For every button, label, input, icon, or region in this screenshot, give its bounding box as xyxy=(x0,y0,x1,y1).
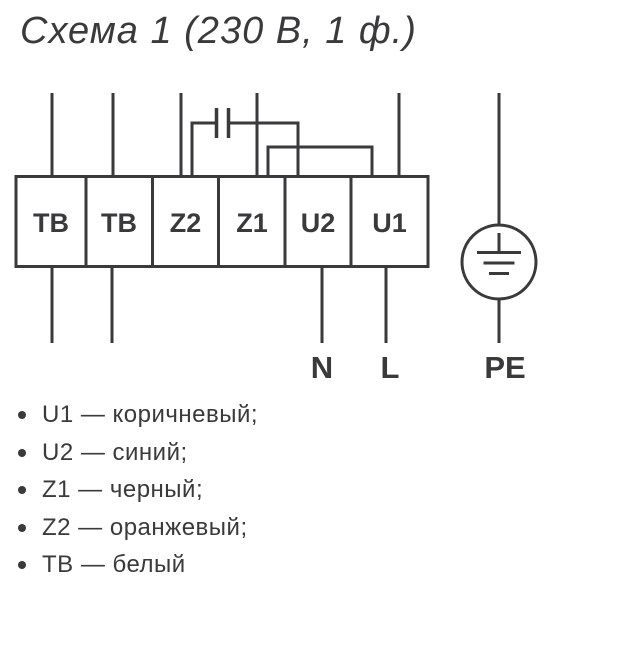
bullet-icon xyxy=(18,411,26,419)
earth-ground-icon xyxy=(460,93,538,343)
page-title: Схема 1 (230 В, 1 ф.) xyxy=(20,10,417,52)
terminal-label-tb1: TB xyxy=(33,208,69,238)
lead-labels: N L PE xyxy=(311,350,526,385)
bullet-icon xyxy=(18,486,26,494)
bullet-icon xyxy=(18,561,26,569)
capacitor-right-lead xyxy=(229,121,300,178)
line-label: L xyxy=(381,350,400,385)
terminal-label-z2: Z2 xyxy=(170,208,202,238)
terminal-labels: TB TB Z2 Z1 U2 U1 xyxy=(33,208,407,238)
pe-label: PE xyxy=(484,350,525,385)
terminal-block xyxy=(14,175,430,268)
terminal-label-z1: Z1 xyxy=(236,208,268,238)
capacitor-icon xyxy=(190,108,300,178)
top-wires xyxy=(50,93,401,178)
bottom-wires xyxy=(50,266,388,343)
legend-item-text: Z1 — черный; xyxy=(42,476,204,503)
legend-item-z2: Z2 — оранжевый; xyxy=(18,509,258,547)
neutral-label: N xyxy=(311,350,333,385)
legend-item-u1: U1 — коричневый; xyxy=(18,396,258,434)
legend-item-text: TB — белый xyxy=(42,551,186,578)
legend-item-text: U1 — коричневый; xyxy=(42,401,259,428)
legend-item-z1: Z1 — черный; xyxy=(18,471,258,509)
terminal-label-tb2: TB xyxy=(101,208,137,238)
legend-item-text: U2 — синий; xyxy=(42,438,188,466)
terminal-label-u1: U1 xyxy=(372,208,407,238)
jumper-z1-u1 xyxy=(266,145,374,178)
terminal-label-u2: U2 xyxy=(301,208,336,238)
capacitor-left-lead xyxy=(190,121,216,178)
wire-color-legend: U1 — коричневый; U2 — синий; Z1 — черный… xyxy=(18,396,258,584)
bullet-icon xyxy=(18,448,26,457)
legend-item-u2: U2 — синий; xyxy=(18,434,258,472)
legend-item-text: Z2 — оранжевый; xyxy=(42,513,248,541)
terminal-block-outline xyxy=(14,175,430,268)
wiring-diagram: TB TB Z2 Z1 U2 U1 N L PE xyxy=(14,93,538,385)
bullet-icon xyxy=(18,523,26,532)
legend-item-tb: TB — белый xyxy=(18,546,258,584)
